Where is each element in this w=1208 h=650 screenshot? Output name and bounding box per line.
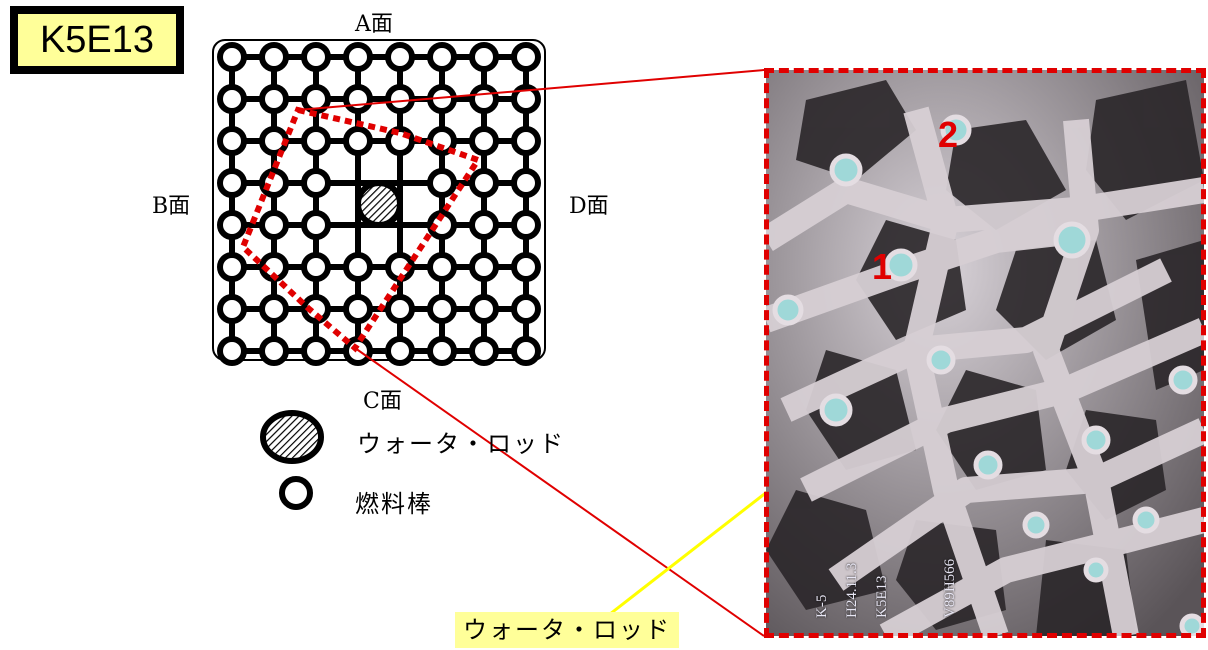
fuel-rod [301,210,331,240]
fuel-rod [385,294,415,324]
fuel-rod [217,168,247,198]
fuel-rod [301,294,331,324]
water-rod-legend-icon [260,410,324,464]
fuel-rod [301,168,331,198]
fuel-rod [511,42,541,72]
fuel-rod [511,168,541,198]
fuel-rod [469,168,499,198]
fuel-rod [427,294,457,324]
photo-stamp-assembly: K5E13 [874,575,890,619]
fuel-rod [427,336,457,366]
fuel-rod [469,252,499,282]
fuel-rod [301,42,331,72]
fuel-rod [343,84,373,114]
fuel-rod [259,84,289,114]
fuel-rod [217,252,247,282]
fuel-rod [259,42,289,72]
zoom-line-top [297,69,765,111]
fuel-rod [217,336,247,366]
face-b-label: B面 [152,194,191,219]
fuel-rod [301,336,331,366]
face-d-label: D面 [569,194,609,219]
fuel-rod [259,336,289,366]
fuel-rod [427,252,457,282]
fuel-rod [469,210,499,240]
fuel-rod [427,210,457,240]
inspection-photo: 2 1 K-5 H24.11.3 K5E13 V89H566 [766,70,1204,636]
fuel-rod [511,294,541,324]
fuel-rod [427,42,457,72]
fuel-rod [343,252,373,282]
fuel-rod [301,252,331,282]
fuel-rod [343,126,373,156]
face-c-label: C面 [363,389,402,414]
fuel-rod [511,84,541,114]
water-rod-callout-label: ウォータ・ロッド [455,612,679,648]
fuel-rod [217,126,247,156]
photo-stamp-code: V89H566 [942,558,958,618]
fuel-rod [511,210,541,240]
photo-marker-1: 1 [872,246,893,287]
fuel-rod [217,42,247,72]
fuel-rod [469,42,499,72]
fuel-rod [217,294,247,324]
fuel-rod [259,210,289,240]
photo-image [766,70,1204,636]
fuel-rod [385,42,415,72]
zoom-line-bottom [354,347,765,637]
fuel-rod [511,252,541,282]
fuel-rod [385,336,415,366]
photo-stamp-unit: K-5 [814,594,830,618]
legend-fuel-rod-label: 燃料棒 [355,490,433,518]
fuel-rod [511,126,541,156]
fuel-rod [343,294,373,324]
photo-marker-2: 2 [938,114,959,155]
water-rod [355,180,403,228]
face-a-label: A面 [355,12,393,37]
fuel-rod [469,126,499,156]
fuel-rod [469,336,499,366]
photo-stamp-date: H24.11.3 [844,562,860,618]
fuel-rod [427,168,457,198]
fuel-rod [343,42,373,72]
legend-water-rod-label: ウォータ・ロッド [357,430,565,458]
fuel-rod [217,210,247,240]
fuel-rod [259,294,289,324]
fuel-rod [469,294,499,324]
assembly-outline [212,39,546,361]
fuel-rod [217,84,247,114]
fuel-rod-legend-icon [279,476,313,510]
fuel-rod [469,84,499,114]
assembly-id-badge: K5E13 [10,6,184,74]
fuel-rod [301,126,331,156]
fuel-rod [385,84,415,114]
assembly-id-label: K5E13 [16,12,178,68]
fuel-rod [511,336,541,366]
